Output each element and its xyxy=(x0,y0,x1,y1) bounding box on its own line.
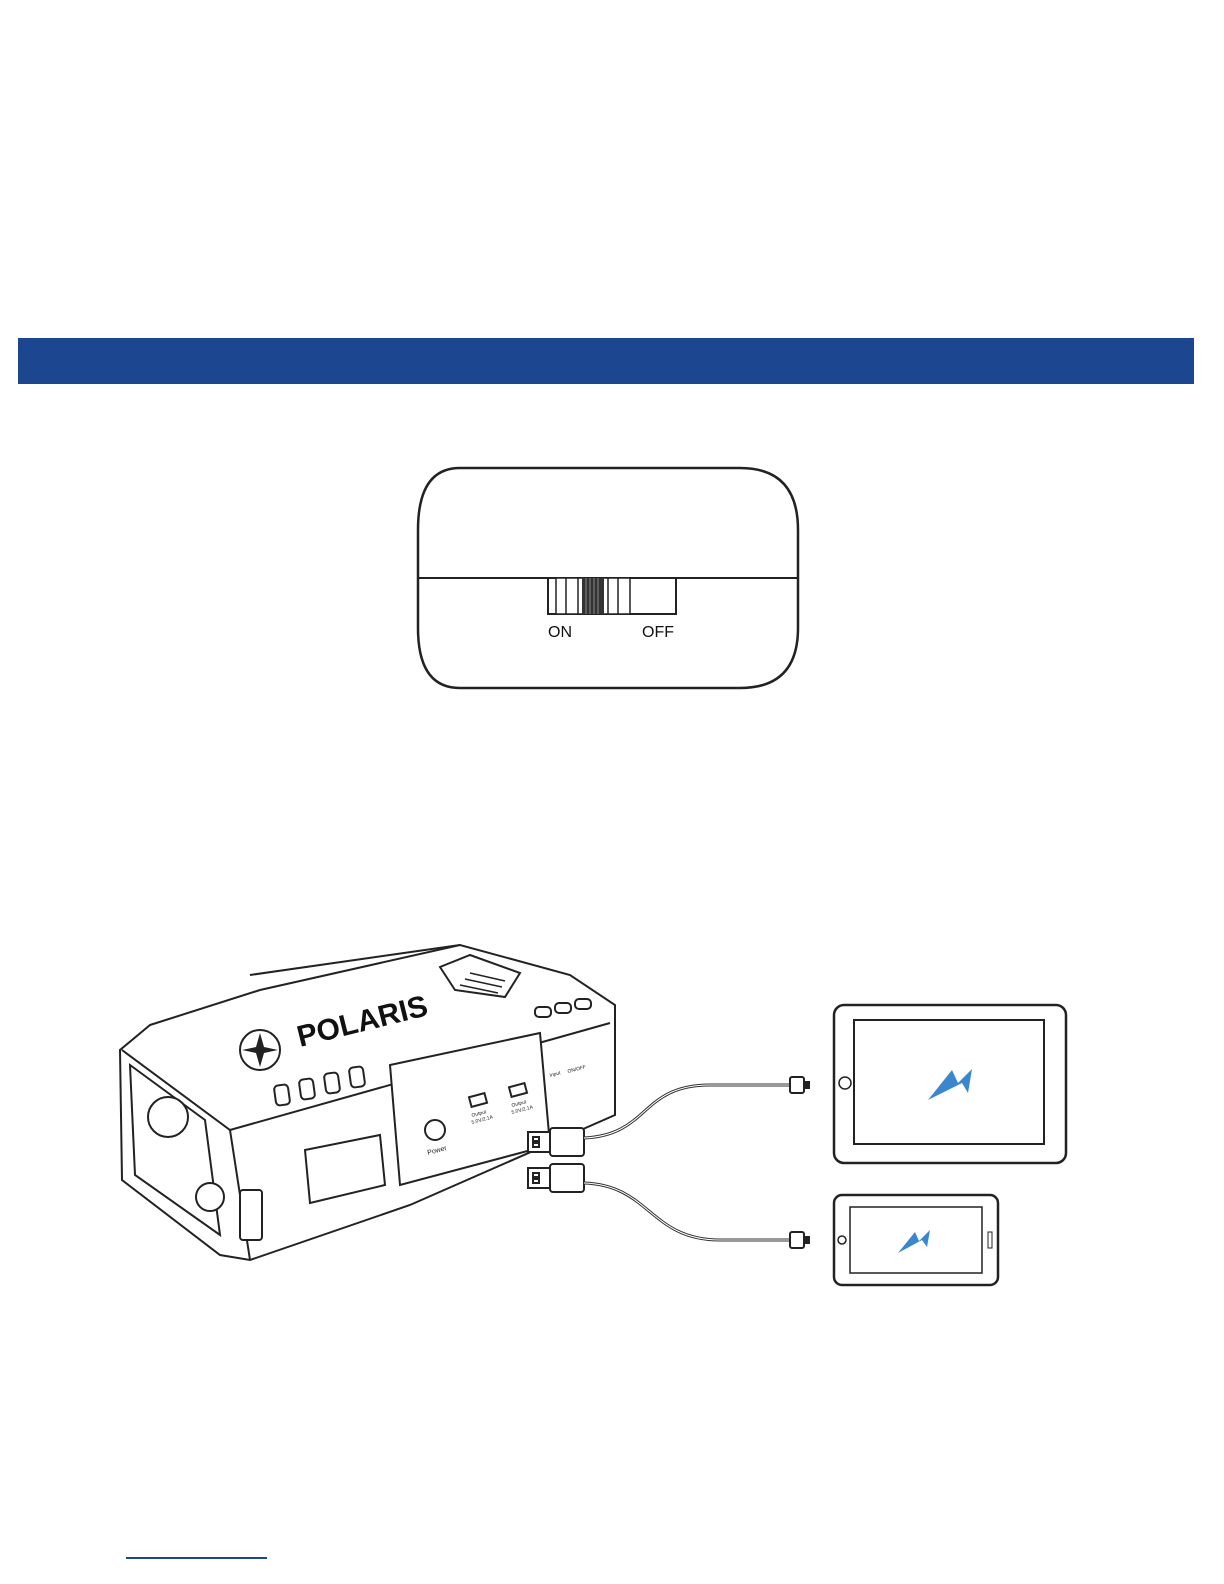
tablet-device xyxy=(834,1005,1066,1163)
usb-charging-figure: POLARIS Power Output 5.0V/2.1A Output 5.… xyxy=(110,935,1080,1295)
phone-device xyxy=(834,1195,998,1285)
switch-off-label: OFF xyxy=(642,624,674,641)
phone-home-button xyxy=(838,1236,846,1244)
tablet-connector xyxy=(790,1077,804,1093)
jump-starter-device xyxy=(120,945,615,1260)
power-switch-figure: ON OFF xyxy=(410,460,810,700)
usb-plug-lower xyxy=(528,1164,584,1192)
cable-to-phone xyxy=(584,1183,790,1240)
footer-rule xyxy=(126,1557,267,1559)
slide-switch-knob xyxy=(556,578,630,614)
phone-side-button xyxy=(988,1232,992,1248)
section-header-band xyxy=(18,338,1194,384)
usb-plug-upper xyxy=(528,1128,584,1156)
tablet-home-button xyxy=(839,1077,851,1089)
phone-connector xyxy=(790,1232,804,1248)
switch-on-label: ON xyxy=(548,624,572,641)
polaris-logo-icon xyxy=(240,1030,280,1070)
